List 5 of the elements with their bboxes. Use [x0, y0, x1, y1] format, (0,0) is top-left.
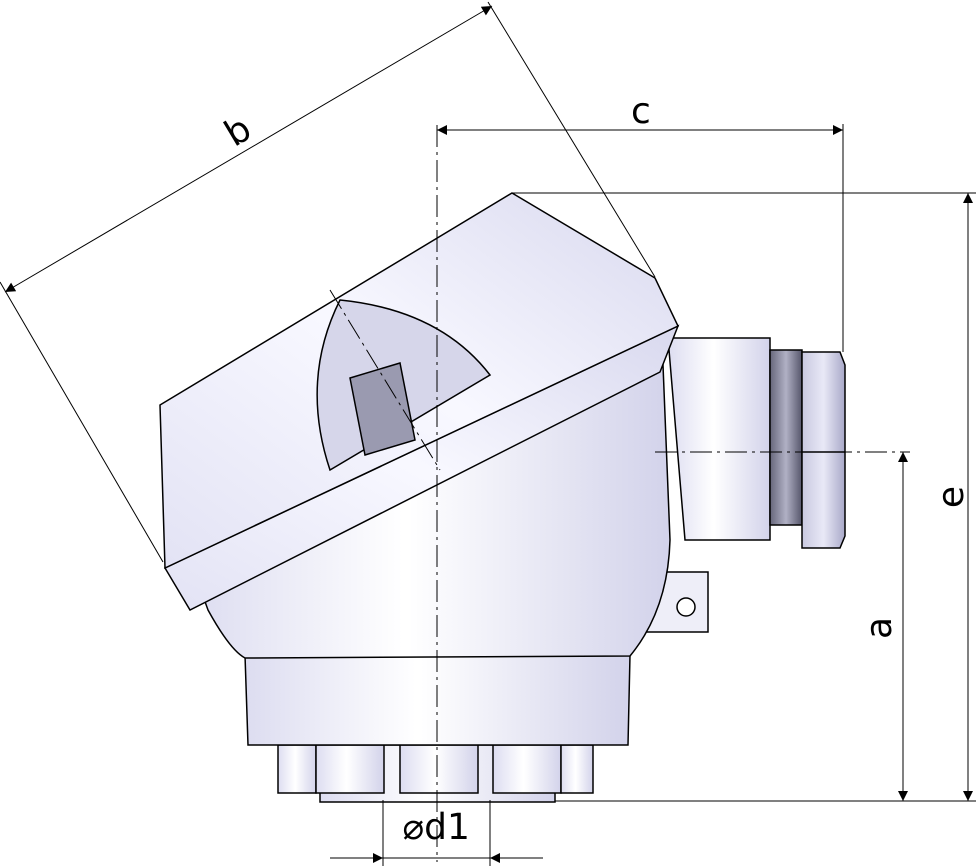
dimension-label: ⌀d1 [402, 810, 470, 846]
dimension-label: e [934, 486, 970, 508]
dimension-label: a [862, 616, 898, 640]
dimension-label: b [218, 110, 257, 154]
dimension-label: c [631, 94, 651, 130]
